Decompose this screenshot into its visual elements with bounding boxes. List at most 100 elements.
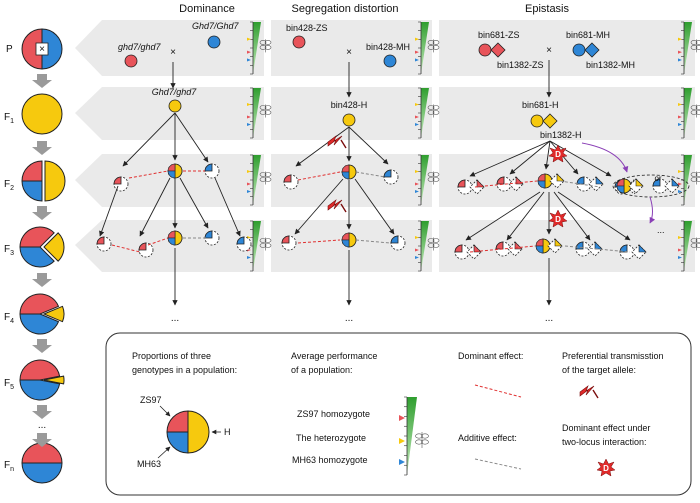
generation-labels: P F1 F2 F3 F4 F5 Fn ... <box>4 44 46 473</box>
legend-bar-zs-mark <box>399 415 405 421</box>
legend-bar-het-mark <box>399 438 405 444</box>
legend-bar-mh-mark <box>399 459 405 465</box>
legend-proportions-title-1: Proportions of three <box>132 351 211 361</box>
epi-f2-dominant-line <box>474 180 538 188</box>
column-dividers <box>264 18 439 276</box>
seg-f2-node-0 <box>283 174 299 190</box>
dom-p-right: Ghd7/Ghd7 <box>192 21 240 31</box>
gen-arrow-6 <box>32 405 52 419</box>
seg-parent-mh63 <box>383 54 397 68</box>
pie-Fn-mh63 <box>21 462 63 484</box>
legend-dominant-effect: Dominant effect: <box>458 351 523 361</box>
gen-F3: F3 <box>4 244 14 257</box>
epi-f2-nodes <box>457 173 680 195</box>
legend-pie <box>166 410 210 454</box>
gen-F5: F5 <box>4 378 14 391</box>
gen-F2: F2 <box>4 179 14 192</box>
epi-f1-top: bin681-H <box>522 100 559 110</box>
dom-f3-node-4 <box>236 236 252 252</box>
band-rows <box>75 20 695 272</box>
generation-arrows <box>32 74 52 447</box>
pie-F2-het <box>44 160 66 202</box>
epi-inset-ellipsis: ... <box>657 225 665 235</box>
legend-pie-zs97 <box>166 410 189 433</box>
legend-d-burst-label: D <box>603 464 609 473</box>
epi-d-burst-2-label: D <box>555 215 561 224</box>
pie-F4-zs97 <box>19 293 60 315</box>
seg-f2-node-2 <box>383 169 399 185</box>
pie-F5-het <box>43 375 65 385</box>
legend-additive-effect: Additive effect: <box>458 433 517 443</box>
legend-h: H <box>224 427 231 437</box>
epi-inset-diamond-1 <box>664 178 680 194</box>
pie-P-mh63 <box>41 28 63 70</box>
perf-bar-c2-r3 <box>678 220 700 272</box>
legend-pref-1: Preferential transmisstion <box>562 351 664 361</box>
gen-arrow-5 <box>32 339 52 353</box>
legend-zs97-arrow <box>159 405 171 417</box>
perf-bar-c0-r2 <box>247 154 272 206</box>
seg-f3-nodes <box>281 232 406 251</box>
legend-pie-mh63 <box>166 431 189 454</box>
pie-F5-zs97 <box>19 359 61 381</box>
epi-p-right-bottom: bin1382-MH <box>586 60 635 70</box>
legend-avg-title-1: Average performance <box>291 351 377 361</box>
epistasis-column: bin681-ZS bin1382-ZS × bin681-MH bin1382… <box>454 30 690 324</box>
epi-f3-diamond-4 <box>631 244 647 260</box>
header-dominance: Dominance <box>179 3 235 15</box>
epi-p-left-bottom: bin1382-ZS <box>497 60 544 70</box>
epi-cross: × <box>546 45 552 56</box>
epi-inset-circle-1 <box>652 178 668 194</box>
epi-parent-mh-circle <box>572 43 586 57</box>
epi-f2-circle-0 <box>457 179 473 195</box>
perf-bar-c1-r2 <box>415 154 440 206</box>
dom-ellipsis: ... <box>171 313 179 324</box>
seg-p-left: bin428-ZS <box>286 23 328 33</box>
legend-box: Proportions of three genotypes in a popu… <box>105 332 692 496</box>
pie-Fn <box>21 442 63 484</box>
header-epistasis: Epistasis <box>525 3 570 15</box>
gen-arrow-7 <box>32 433 52 447</box>
gen-arrow-2 <box>32 141 52 155</box>
seg-f3-additive-line <box>355 239 391 244</box>
epi-f3-diamond-2 <box>547 238 563 254</box>
epi-inset-diamond-0 <box>628 178 644 194</box>
perf-bar-c1-r0 <box>415 21 440 75</box>
epi-f2-circle-2 <box>537 173 553 189</box>
epi-purple-arrow-1 <box>581 142 629 173</box>
epi-f1-circle <box>530 114 544 128</box>
legend-avg-title-2: of a population: <box>291 365 353 375</box>
epi-ellipsis: ... <box>545 313 553 324</box>
pie-P-zs97 <box>21 28 43 70</box>
pie-F4-het <box>42 305 65 323</box>
pie-P-cross-box <box>35 42 49 56</box>
dom-f2-nodes <box>113 163 220 192</box>
epi-f2-circle-1 <box>496 176 512 192</box>
epi-parent-mh-diamond <box>584 42 600 58</box>
pie-F2-zs97 <box>21 160 43 182</box>
dom-f3-node-1 <box>138 242 154 258</box>
legend-pref-2: of the target allele: <box>562 365 636 375</box>
dom-f2-arrows <box>99 177 241 237</box>
seg-cross: × <box>346 47 352 58</box>
pie-F3 <box>19 226 65 268</box>
dom-f1-label: Ghd7/ghd7 <box>152 87 198 97</box>
legend-pie-het <box>187 410 210 454</box>
pie-F2 <box>21 160 66 202</box>
dom-f2-mh-node <box>204 163 220 179</box>
gen-arrow-4 <box>32 273 52 287</box>
seg-p-right: bin428-MH <box>366 42 410 52</box>
epi-f3-nodes <box>454 238 647 260</box>
seg-parent-zs97 <box>292 35 306 49</box>
seg-f3-node-0 <box>281 235 297 251</box>
pie-P-cross: × <box>39 44 45 55</box>
seg-f1-arrows <box>295 126 389 167</box>
dom-f3-node-0 <box>96 236 112 252</box>
seg-f2-arrows <box>294 178 395 235</box>
gen-arrow-3 <box>32 206 52 220</box>
band-P <box>75 20 695 76</box>
epi-or: or <box>654 174 661 183</box>
seg-f3-node-1 <box>341 232 357 248</box>
legend-dominant-line <box>474 384 522 398</box>
band-F1 <box>75 87 695 140</box>
